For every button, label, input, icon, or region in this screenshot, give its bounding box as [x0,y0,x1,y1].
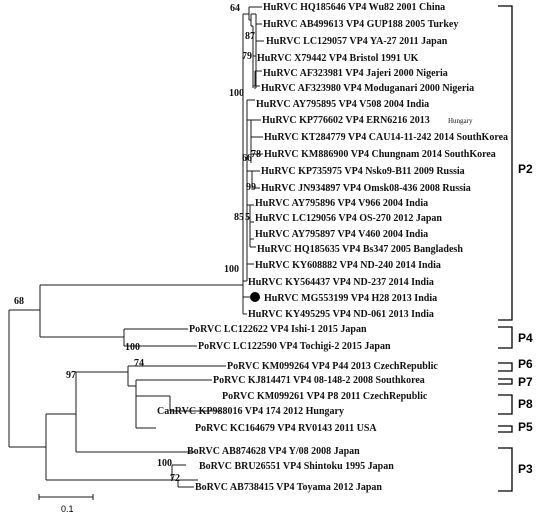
taxon-label: HuRVC AY795895 VP4 V508 2004 India [256,99,429,110]
taxon-label: HuRVC JN934897 VP4 Omsk08-436 2008 Russi… [261,183,471,194]
bootstrap-value: 79 [242,51,252,62]
taxon-label: PoRVC KJ814471 VP4 08-148-2 2008 Southko… [213,375,425,386]
scale-bar: 0.1 [38,494,94,514]
bootstrap-value: 85 [234,212,244,223]
bootstrap-value: 78 [251,149,261,160]
taxon-label: HuRVC KT284779 VP4 CAU14-11-242 2014 Sou… [264,132,508,143]
taxon-label: CanRVC KP988016 VP4 174 2012 Hungary [157,406,344,417]
bracket-P2 [498,5,513,321]
group-label-P7: P7 [518,375,533,389]
taxon-label: HuRVC KM886900 VP4 Chungnam 2014 SouthKo… [264,149,496,160]
taxon-label: HuRVC X79442 VP4 Bristol 1991 UK [257,53,419,64]
group-label-P3: P3 [518,462,533,476]
taxon-label: PoRVC KC164679 VP4 RV0143 2011 USA [195,423,377,434]
bracket-P6 [498,362,513,372]
bootstrap-value: 100 [125,342,140,353]
bootstrap-value: 74 [134,358,144,369]
group-label-P4: P4 [518,331,533,345]
tree-branches [8,6,264,488]
taxon-label: HuRVC HQ185635 VP4 Bs347 2005 Bangladesh [257,244,463,255]
bootstrap-value: 66 [242,153,252,164]
group-label-P6: P6 [518,357,533,371]
taxon-label: PoRVC KM099261 VP4 P8 2011 CzechRepublic [222,391,428,402]
highlighted-taxon-dot [250,292,260,302]
taxon-label: HuRVC LC129057 VP4 YA-27 2011 Japan [266,36,448,47]
bracket-P8 [498,394,513,415]
bootstrap-value: 100 [229,88,244,99]
bootstrap-values: 64 87 79 100 66 78 99 85 5 100 68 100 74… [14,3,261,484]
scale-bar-label: 0.1 [61,504,74,514]
bracket-P7 [498,378,513,385]
taxon-label: HuRVC KY608882 VP4 ND-240 2014 India [255,260,441,271]
taxon-label: HuRVC AB499613 VP4 GUP188 2005 Turkey [263,19,458,30]
taxon-label: HuRVC AF323981 VP4 Jajeri 2000 Nigeria [263,68,448,79]
taxon-label: HuRVC AF323980 VP4 Moduganari 2000 Niger… [261,83,474,94]
taxon-label: HuRVC KP735975 VP4 Nsko9-B11 2009 Russia [261,166,465,177]
group-brackets: P2 P4 P6 P7 P8 P5 P3 [498,5,533,492]
bootstrap-value: 72 [170,473,180,484]
bootstrap-value: 5 [245,212,250,223]
taxon-label: HuRVC AY795897 VP4 V460 2004 India [255,229,428,240]
taxa-labels: HuRVC HQ185646 VP4 Wu82 2001 China HuRVC… [157,2,508,493]
bootstrap-value: 87 [245,31,255,42]
bootstrap-value: 100 [224,264,239,275]
group-label-P2: P2 [518,162,533,176]
bootstrap-value: 68 [14,296,24,307]
taxon-label: BoRVC AB874628 VP4 Y/08 2008 Japan [187,446,360,457]
taxon-label-suffix: Hungary [448,117,473,125]
taxon-label: BoRVC BRU26551 VP4 Shintoku 1995 Japan [199,461,394,472]
taxon-label: HuRVC AY795896 VP4 V966 2004 India [255,198,428,209]
bootstrap-value: 99 [246,182,256,193]
taxon-label: HuRVC LC129056 VP4 OS-270 2012 Japan [255,213,442,224]
taxon-label: HuRVC KY495295 VP4 ND-061 2013 India [248,309,434,320]
taxon-label: HuRVC MG553199 VP4 H28 2013 India [264,293,437,304]
bracket-P3 [498,447,513,492]
taxon-label: PoRVC KM099264 VP4 P44 2013 CzechRepubli… [227,361,438,372]
bootstrap-value: 64 [230,3,240,14]
group-label-P5: P5 [518,420,533,434]
bootstrap-value: 100 [157,458,172,469]
bracket-P5 [498,425,513,433]
taxon-label: BoRVC AB738415 VP4 Toyama 2012 Japan [195,482,382,493]
taxon-label: PoRVC LC122590 VP4 Tochigi-2 2015 Japan [198,341,391,352]
taxon-label: HuRVC KP776602 VP4 ERN6216 2013 [262,115,430,126]
taxon-label: PoRVC LC122622 VP4 Ishi-1 2015 Japan [189,324,367,335]
taxon-label: HuRVC HQ185646 VP4 Wu82 2001 China [263,2,445,13]
bracket-P4 [498,326,513,349]
taxon-label: HuRVC KY564437 VP4 ND-237 2014 India [248,277,434,288]
group-label-P8: P8 [518,397,533,411]
bootstrap-value: 97 [66,370,76,381]
